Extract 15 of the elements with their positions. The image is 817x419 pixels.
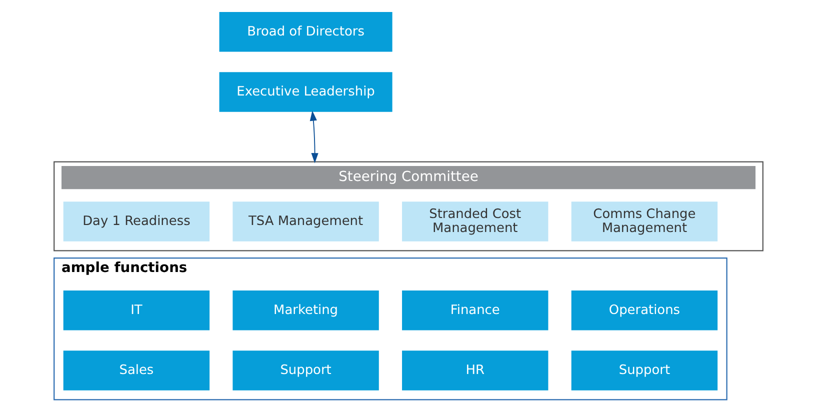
- node-box: Broad of Directors: [219, 12, 392, 52]
- node-box: Support: [232, 350, 379, 390]
- node-box: IT: [63, 290, 210, 330]
- node-box: TSA Management: [232, 202, 379, 242]
- node-box: Support: [571, 350, 718, 390]
- node-box: Comms Change Management: [571, 202, 718, 242]
- node-box: HR: [402, 350, 548, 390]
- node-box: Stranded Cost Management: [402, 202, 548, 242]
- node-box: Operations: [571, 290, 718, 330]
- arrow: [310, 110, 318, 164]
- node-box: Day 1 Readiness: [63, 202, 210, 242]
- node-box: Executive Leadership: [219, 72, 392, 112]
- node-box: Sales: [63, 350, 210, 390]
- node-box: Finance: [402, 290, 548, 330]
- node-box: Marketing: [232, 290, 379, 330]
